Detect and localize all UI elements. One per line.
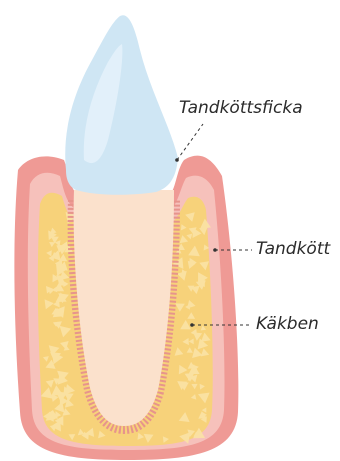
gum-label: Tandkött — [256, 241, 330, 258]
pocket-leader-dot — [175, 158, 179, 162]
jawbone-label: Käkben — [256, 316, 319, 333]
pocket-leader-line — [177, 124, 203, 160]
tooth-crown — [65, 15, 178, 195]
pocket-label: Tandköttsficka — [179, 100, 303, 117]
jawbone-leader-dot — [190, 323, 194, 327]
gum-leader-dot — [213, 248, 217, 252]
